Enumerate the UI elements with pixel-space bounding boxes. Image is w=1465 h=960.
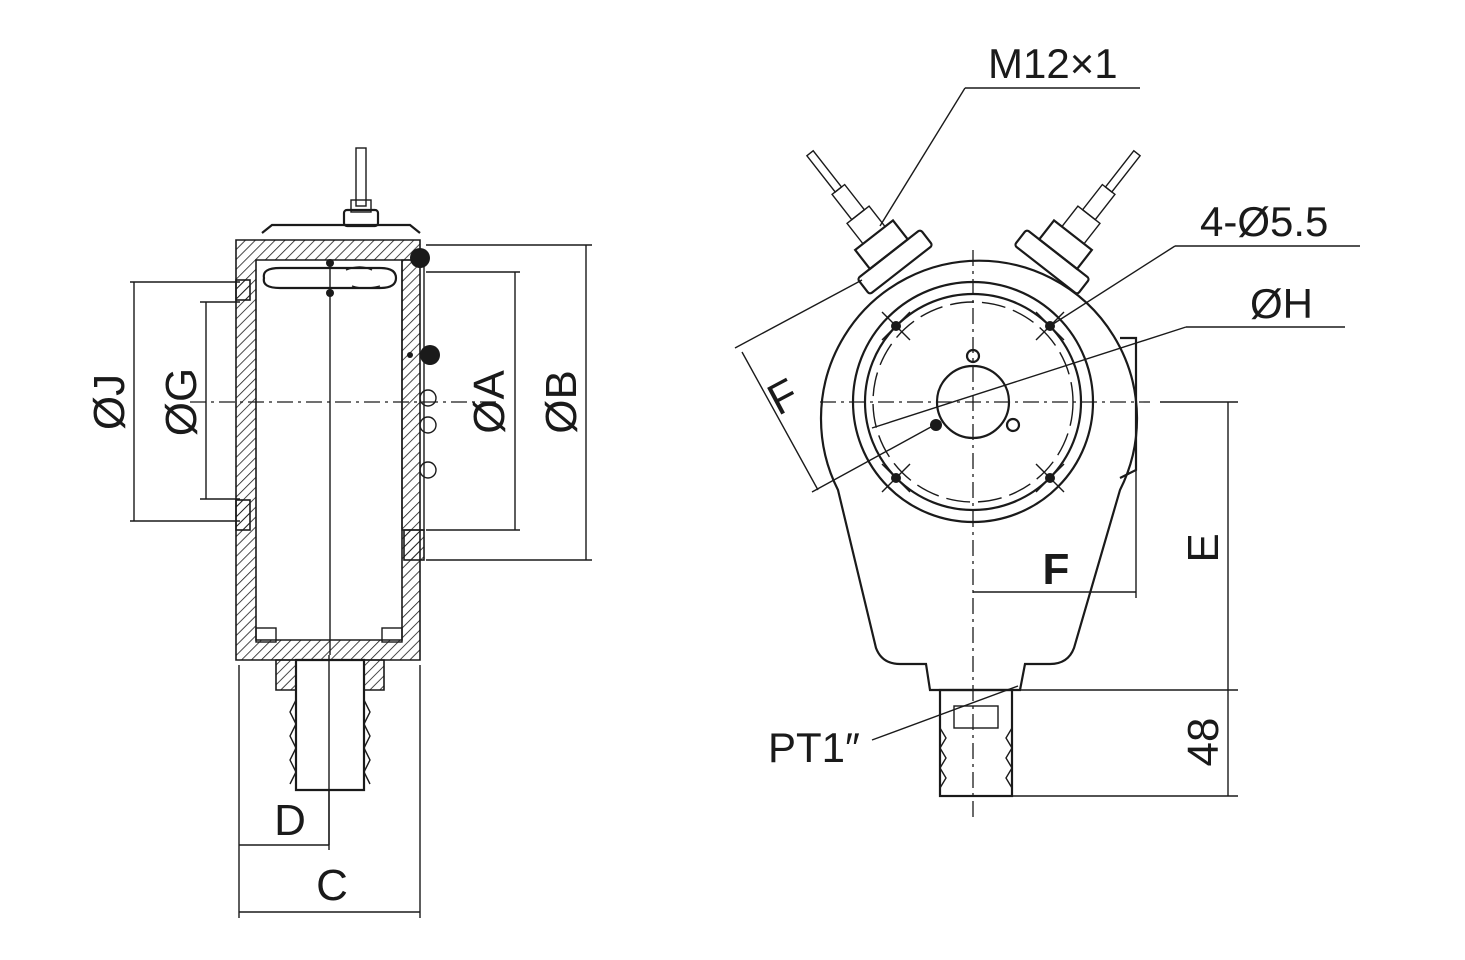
internal-slot (262, 259, 398, 655)
label-thread: M12×1 (988, 40, 1118, 87)
top-probe (261, 147, 421, 234)
label-dia-j: ØJ (85, 374, 134, 430)
label-dim-c: C (316, 861, 348, 910)
front-view: M12×1 4-Ø5.5 ØH F F E 48 PT1″ (734, 40, 1360, 820)
label-dia-g: ØG (157, 368, 206, 436)
label-dim-d: D (274, 796, 306, 845)
label-dim-f: F (1043, 545, 1070, 594)
front-outlet (938, 688, 1014, 798)
right-probe (1014, 149, 1142, 295)
side-dimensions (130, 244, 592, 918)
left-probe (805, 149, 933, 295)
label-dia-h: ØH (1250, 280, 1313, 327)
label-port: PT1″ (768, 724, 860, 771)
label-dia-a: ØA (465, 370, 514, 434)
side-view: ØJ ØG ØA ØB D C (85, 147, 592, 918)
front-dimensions (734, 279, 1238, 797)
label-dim-48: 48 (1179, 718, 1228, 767)
front-body-outline (819, 259, 1139, 692)
label-holes: 4-Ø5.5 (1200, 198, 1328, 245)
side-knobs (407, 248, 440, 479)
mounting-holes (881, 311, 1065, 493)
label-dia-b: ØB (537, 370, 586, 434)
front-leaders (871, 87, 1360, 741)
label-dim-e: E (1179, 533, 1228, 562)
